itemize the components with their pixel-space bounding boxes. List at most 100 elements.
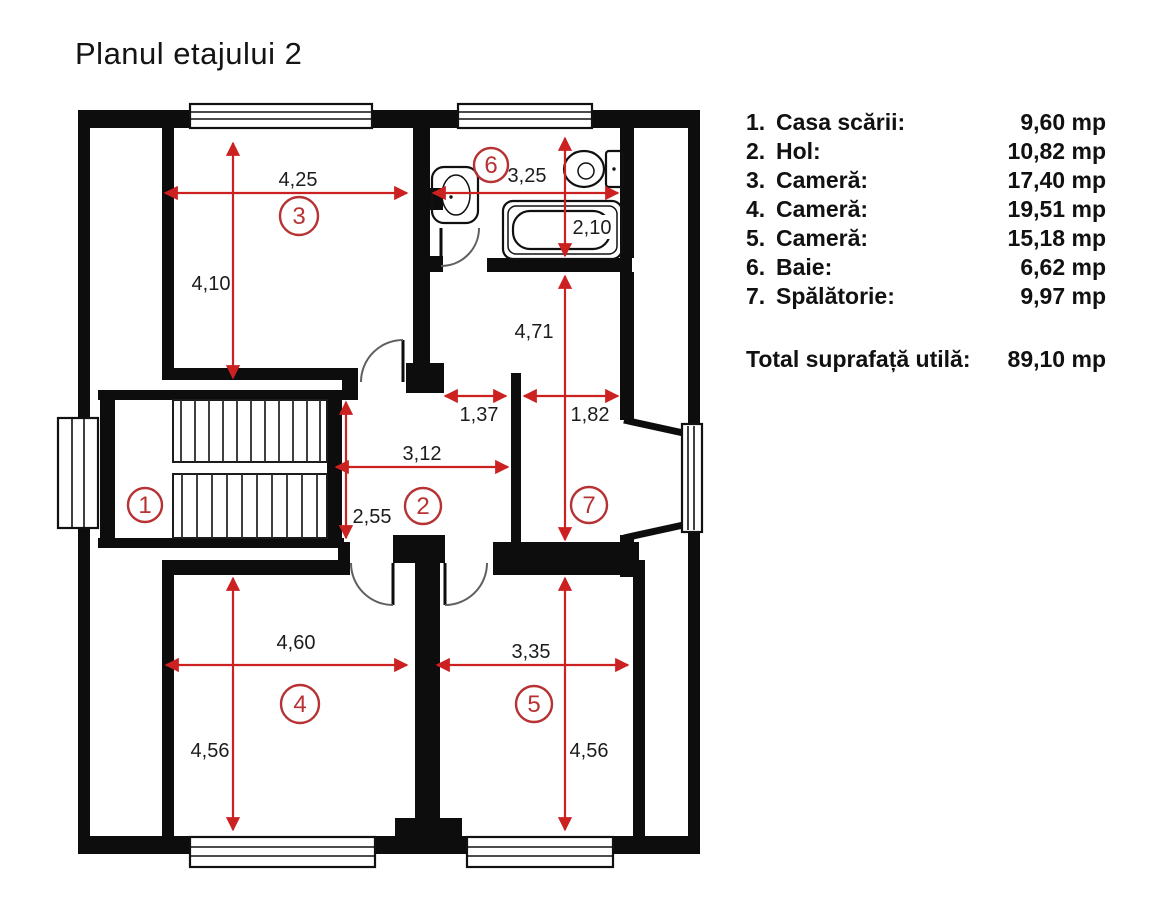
wall-room5-top	[493, 560, 645, 575]
legend-room-number: 2.	[746, 138, 766, 164]
legend-total-row: Total suprafață utilă: 89,10 mp	[746, 346, 1106, 373]
svg-text:2,10: 2,10	[573, 217, 612, 239]
svg-text:1: 1	[138, 492, 151, 519]
room-badge-1: 1	[126, 486, 164, 524]
room-badge-7: 7	[569, 485, 609, 525]
window-stair-left	[56, 416, 100, 530]
stair-flight-lower	[172, 473, 328, 539]
svg-text:2,55: 2,55	[353, 506, 392, 528]
legend-row-1: 1. Casa scării: 9,60 mp	[746, 109, 1106, 138]
wall-room3-left	[162, 128, 174, 380]
svg-text:6: 6	[484, 152, 497, 179]
svg-text:7: 7	[582, 492, 595, 519]
svg-text:4,71: 4,71	[515, 321, 554, 343]
svg-text:4: 4	[293, 691, 306, 718]
window-bay-right	[680, 422, 704, 534]
legend-row-2: 2. Hol: 10,82 mp	[746, 138, 1106, 167]
wall-bay-slant-top	[623, 416, 689, 438]
legend-room-area: 17,40 mp	[1007, 167, 1106, 193]
legend-row-6: 6. Baie: 6,62 mp	[746, 254, 1106, 283]
room-badge-5: 5	[514, 684, 554, 724]
windows	[56, 102, 704, 869]
svg-text:3,12: 3,12	[403, 443, 442, 465]
svg-text:4,56: 4,56	[570, 740, 609, 762]
legend-room-number: 3.	[746, 167, 766, 193]
door-room4	[350, 562, 395, 606]
legend-row-5: 5. Cameră: 15,18 mp	[746, 225, 1106, 254]
stair-flight-upper	[172, 399, 328, 463]
svg-text:5: 5	[527, 691, 540, 718]
room-badge-2: 2	[403, 486, 443, 526]
dimension-bath-height: 2,10	[557, 136, 612, 258]
wall-room4-left	[162, 560, 174, 836]
dimensions: 4,25 4,10 3,25 2,10 1,37 1,82 4,71 3,12	[163, 136, 630, 832]
legend-room-number: 1.	[746, 109, 766, 135]
wall-hall-bottom-center	[393, 535, 445, 563]
legend-room-number: 6.	[746, 254, 766, 280]
legend-room-area: 9,97 mp	[1020, 283, 1106, 309]
toilet-icon	[562, 149, 625, 189]
legend-room-label: Hol:	[776, 138, 821, 164]
wall-room45-foot	[395, 818, 462, 836]
svg-text:3: 3	[292, 203, 305, 230]
legend-room-label: Baie:	[776, 254, 833, 280]
page-title: Planul etajului 2	[75, 36, 303, 71]
dimension-hall-width: 3,12	[334, 443, 510, 475]
wall-stair-top	[98, 390, 358, 400]
legend-room-area: 10,82 mp	[1007, 138, 1106, 164]
svg-text:4,60: 4,60	[277, 632, 316, 654]
wall-exterior-top	[78, 110, 700, 128]
dimension-laundry-height: 4,71	[515, 274, 573, 542]
staircase	[172, 399, 328, 539]
wall-stair-left	[100, 390, 115, 548]
room-badge-4: 4	[279, 683, 321, 725]
dimension-passage-left: 1,37	[443, 388, 508, 426]
window-room5-bottom	[465, 835, 615, 869]
legend-total-value: 89,10 mp	[1007, 346, 1106, 372]
svg-text:1,37: 1,37	[460, 404, 499, 426]
dimension-room4-height: 4,56	[191, 576, 241, 832]
legend-row-4: 4. Cameră: 19,51 mp	[746, 196, 1106, 225]
wall-laundry-partition	[511, 373, 521, 563]
legend-room-label: Spălătorie:	[776, 283, 895, 309]
legend-room-number: 4.	[746, 196, 766, 222]
legend-room-label: Casa scării:	[776, 109, 906, 135]
legend: 1. Casa scării: 9,60 mp 2. Hol: 10,82 mp…	[746, 109, 1106, 373]
dimension-room5-width: 3,35	[435, 641, 630, 673]
wall-room5-right	[633, 560, 645, 836]
legend-room-number: 7.	[746, 283, 766, 309]
window-bath-top	[456, 102, 594, 130]
legend-room-number: 5.	[746, 225, 766, 251]
legend-room-area: 6,62 mp	[1020, 254, 1106, 280]
wall-room4-top	[162, 560, 350, 575]
svg-text:4,10: 4,10	[192, 273, 231, 295]
svg-text:4,25: 4,25	[279, 169, 318, 191]
wall-endcap	[406, 363, 444, 393]
door-room5	[443, 562, 488, 606]
legend-room-area: 9,60 mp	[1020, 109, 1106, 135]
wall-hall-bottom-left	[338, 542, 350, 563]
wall-bath-bottom	[487, 258, 632, 272]
doors	[350, 227, 488, 606]
legend-total-label: Total suprafață utilă:	[746, 346, 971, 372]
stair-risers-lower	[181, 474, 318, 538]
dimension-room5-height: 4,56	[557, 576, 609, 832]
legend-room-area: 15,18 mp	[1007, 225, 1106, 251]
legend-room-area: 19,51 mp	[1007, 196, 1106, 222]
window-room4-bottom	[188, 835, 377, 869]
wall-room45-divider	[415, 563, 440, 820]
room-badge-3: 3	[278, 195, 320, 237]
door-room3	[360, 339, 405, 383]
svg-text:3,35: 3,35	[512, 641, 551, 663]
dimension-bath-width: 3,25	[431, 165, 620, 201]
legend-room-label: Cameră:	[776, 167, 869, 193]
wall-room3-bottom	[162, 368, 358, 380]
window-room3-top	[188, 102, 374, 130]
wall-laundry-right-upper	[620, 272, 634, 420]
door-bath	[439, 227, 480, 267]
dimension-passage-right: 1,82	[522, 388, 620, 426]
room-badge-6: 6	[472, 146, 510, 184]
legend-room-label: Cameră:	[776, 225, 869, 251]
